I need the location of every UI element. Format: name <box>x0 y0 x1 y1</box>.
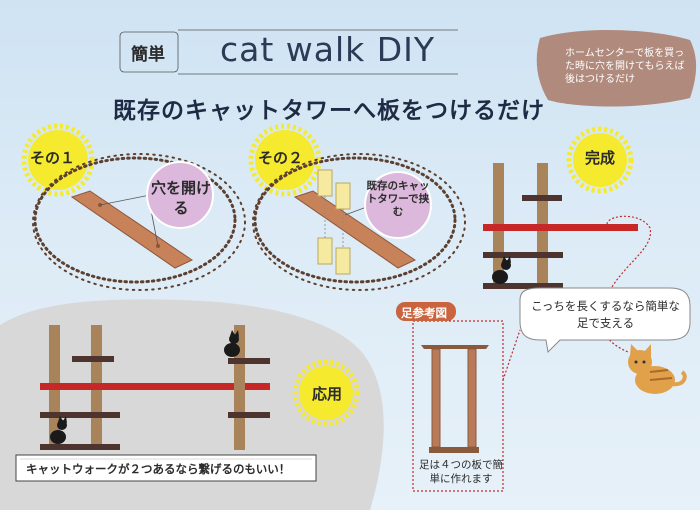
burst-step2 <box>248 123 322 197</box>
tabby-cat-icon <box>628 344 687 394</box>
top-note: ホームセンターで板を買った時に穴を開けてもらえば後はつけるだけ <box>565 48 685 85</box>
bubble-step2 <box>364 171 432 239</box>
burst-applied <box>292 359 360 427</box>
step2-label: その２ <box>258 149 304 167</box>
page-subtitle: 既存のキャットタワーへ板をつけるだけ <box>113 98 545 124</box>
oval-step2-outer <box>252 153 466 291</box>
legs-diagram <box>412 320 521 492</box>
tower-rod <box>317 169 351 275</box>
note-brush <box>536 29 697 107</box>
applied-banner: キャットウォークが２つあるなら繋げるのもいい！ <box>26 462 291 476</box>
applied-towers <box>40 325 270 450</box>
speech-text: こっちを長くするなら簡単な足で支える <box>531 299 680 330</box>
finished-tower <box>483 163 638 289</box>
board-step1 <box>70 190 194 269</box>
header-tag: 簡単 <box>131 45 165 65</box>
page-title: cat walk DIY <box>220 30 436 69</box>
oval-step1 <box>33 156 237 284</box>
step2-bubble-text: 既存のキャットタワーで挟む <box>366 180 430 218</box>
legs-tag: 足参考図 <box>401 306 447 320</box>
tag-bracket <box>119 31 179 73</box>
burst-step1 <box>21 123 95 197</box>
speech-bubble <box>519 287 691 354</box>
oval-step1-outer <box>32 153 246 291</box>
board-step2 <box>293 190 417 269</box>
black-cat-icon <box>50 416 67 444</box>
legs-tag-bg <box>396 302 456 321</box>
step1-label: その１ <box>30 149 76 167</box>
black-cat-icon <box>224 330 240 357</box>
black-cat-icon <box>492 256 511 284</box>
burst-done <box>566 126 634 194</box>
step1-bubble-text: 穴を開ける <box>150 179 211 217</box>
bubble-step1 <box>146 161 214 229</box>
done-label: 完成 <box>585 149 616 167</box>
legs-note: 足は４つの板で簡単に作れます <box>419 459 503 485</box>
applied-label: 応用 <box>312 385 343 403</box>
oval-step2 <box>253 156 457 284</box>
